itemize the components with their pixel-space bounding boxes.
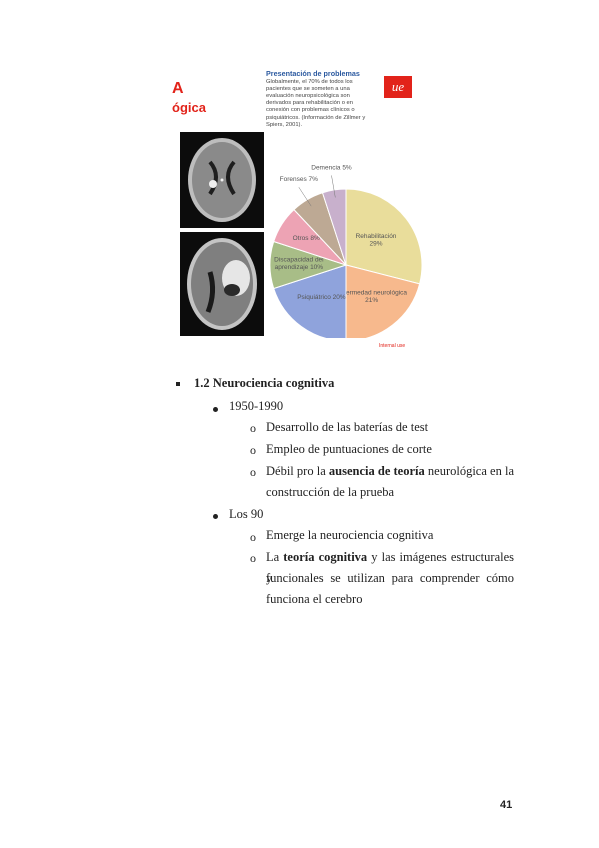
text-run: neurológica en la [427, 464, 514, 478]
page-number: 41 [500, 799, 513, 811]
slide-title-fragment: A [172, 80, 184, 97]
o-bullet-icon: o [250, 465, 256, 479]
pie-slice [273, 264, 347, 338]
list-item: 1950-1990 [229, 399, 284, 413]
pie-slice [345, 188, 423, 285]
emphasis-text: ausencia de teoría [328, 464, 425, 478]
internal-use-label: Internal use [379, 343, 406, 349]
university-logo: ue [384, 76, 412, 98]
text-run: Débil pro la [266, 464, 326, 478]
list-item-continuation: funciona el cerebro [266, 592, 363, 606]
list-item: La teoría cognitiva y las imágenes estru… [266, 547, 514, 589]
o-bullet-icon: o [250, 443, 256, 457]
square-bullet-icon [176, 382, 180, 386]
pie-leader-line [298, 187, 312, 207]
pie-slice-label: Demencia 5% [311, 164, 352, 171]
caption-text: Globalmente, el 70% de todos los pacient… [266, 79, 366, 128]
caption-heading: Presentación de problemas [266, 69, 360, 78]
text-run: La [266, 550, 280, 564]
brain-scan-image-1 [180, 132, 264, 228]
pie-slice-label: Otros 8% [293, 235, 320, 242]
o-bullet-icon: o [250, 421, 256, 435]
list-item-continuation: funcionales se utilizan para comprender … [266, 571, 514, 585]
list-item: Débil pro la ausencia de teoría neurológ… [266, 461, 514, 482]
bullet-dot-icon [213, 514, 218, 519]
bullet-dot-icon [213, 407, 218, 412]
pie-slice-label: Psiquiátrico 20% [297, 294, 346, 301]
pie-leader-line [331, 175, 336, 198]
emphasis-text: teoría cognitiva [283, 550, 368, 564]
list-item: Desarrollo de las baterías de test [266, 420, 429, 434]
pie-slice-label: Forenses 7% [280, 176, 319, 183]
text-run: y las imágenes estructurales y [266, 550, 514, 585]
o-bullet-icon: o [250, 551, 256, 565]
list-item: Los 90 [229, 507, 264, 521]
brain-scan-image-2 [180, 232, 264, 336]
section-heading: 1.2 Neurociencia cognitiva [194, 376, 335, 390]
pie-slice [345, 264, 421, 338]
list-item: Empleo de puntuaciones de corte [266, 442, 432, 456]
list-item: Emerge la neurociencia cognitiva [266, 528, 434, 542]
list-item-continuation: construcción de la prueba [266, 485, 395, 499]
o-bullet-icon: o [250, 530, 256, 544]
logo-text: ue [391, 79, 405, 94]
slide-subtitle-fragment: ógica [172, 100, 206, 115]
slide-caption: Presentación de problemas Globalmente, e… [266, 70, 370, 129]
slide-figure: A ógica Presentación de problemas Global… [172, 60, 438, 354]
